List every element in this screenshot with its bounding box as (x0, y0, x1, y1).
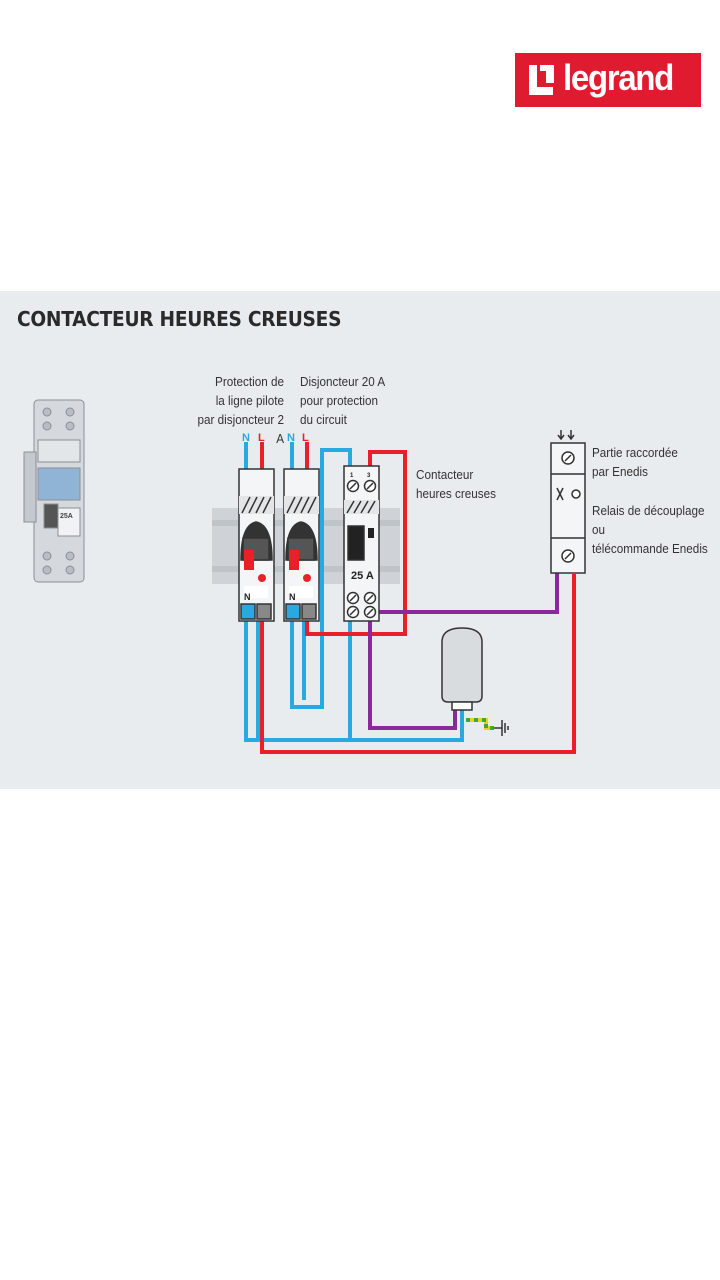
contactor-terminal-3: 3 (367, 473, 371, 479)
water-heater (441, 627, 483, 711)
contactor-rating: 25 A (351, 570, 374, 582)
label-enedis: Partie raccordée par Enedis (592, 445, 678, 479)
earth-wire (466, 718, 494, 730)
legrand-mark-icon (527, 63, 557, 97)
terminal-n-2: N (287, 432, 295, 444)
label-contactor: Contacteur heures creuses (416, 467, 497, 501)
diagram-title: CONTACTEUR HEURES CREUSES (17, 307, 342, 331)
legrand-logo: legrand (515, 53, 701, 107)
enedis-relay (550, 430, 586, 574)
logo-text: legrand (563, 57, 674, 98)
terminal-l-1: L (258, 432, 265, 444)
label-breaker-20a: Disjoncteur 20 A pour protection du circ… (300, 374, 386, 427)
breaker-2-n-mark: N (289, 592, 296, 602)
control-wire-heater (368, 612, 457, 730)
terminal-n-1: N (242, 432, 250, 444)
contactor-photo (23, 399, 85, 583)
control-wire-relay (378, 572, 559, 614)
breaker-pilot (238, 468, 275, 622)
photo-rating: 25A (60, 513, 73, 520)
terminal-l-2: L (302, 432, 309, 444)
label-relay: Relais de découplage ou télécommande Ene… (592, 503, 708, 556)
contactor-module (343, 465, 380, 622)
breaker-circuit (283, 468, 320, 622)
breaker-1-n-mark: N (244, 592, 251, 602)
contactor-terminal-1: 1 (350, 473, 354, 479)
earth-symbol-icon (494, 720, 509, 736)
label-pilot-protection: Protection de la ligne pilote par disjon… (197, 374, 284, 446)
